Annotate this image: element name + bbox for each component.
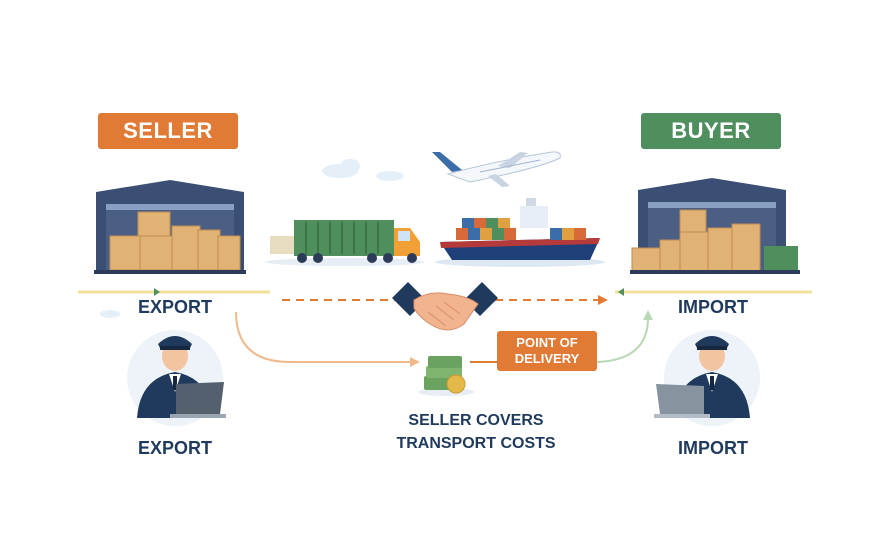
seller-label: SELLER: [98, 113, 238, 149]
export-label: EXPORT: [137, 297, 212, 317]
caption-line1: SELLER COVERS: [408, 412, 544, 429]
handshake-icon: [392, 282, 498, 331]
point-of-delivery-line1: POINT OF: [516, 335, 578, 350]
export-officer-label: EXPORT: [137, 438, 212, 458]
money-stack-icon: [418, 356, 474, 396]
import-label: IMPORT: [678, 297, 748, 317]
point-of-delivery-line2: DELIVERY: [514, 351, 580, 366]
warehouse-icon: [94, 180, 246, 274]
laptop-icon: [170, 382, 226, 418]
warehouse-icon: [630, 178, 800, 274]
route-lines: [78, 288, 812, 367]
airplane-icon: [432, 151, 561, 187]
import-officer-label: IMPORT: [678, 438, 748, 458]
truck-icon: [265, 220, 425, 266]
cloud-icon: [100, 159, 404, 318]
caption-line2: TRANSPORT COSTS: [396, 435, 556, 452]
transport-cost-caption: SELLER COVERS TRANSPORT COSTS: [376, 409, 576, 455]
point-of-delivery-box: POINT OF DELIVERY: [497, 331, 597, 371]
cargo-ship-icon: [435, 198, 605, 267]
buyer-label: BUYER: [641, 113, 781, 149]
laptop-icon: [654, 384, 710, 418]
